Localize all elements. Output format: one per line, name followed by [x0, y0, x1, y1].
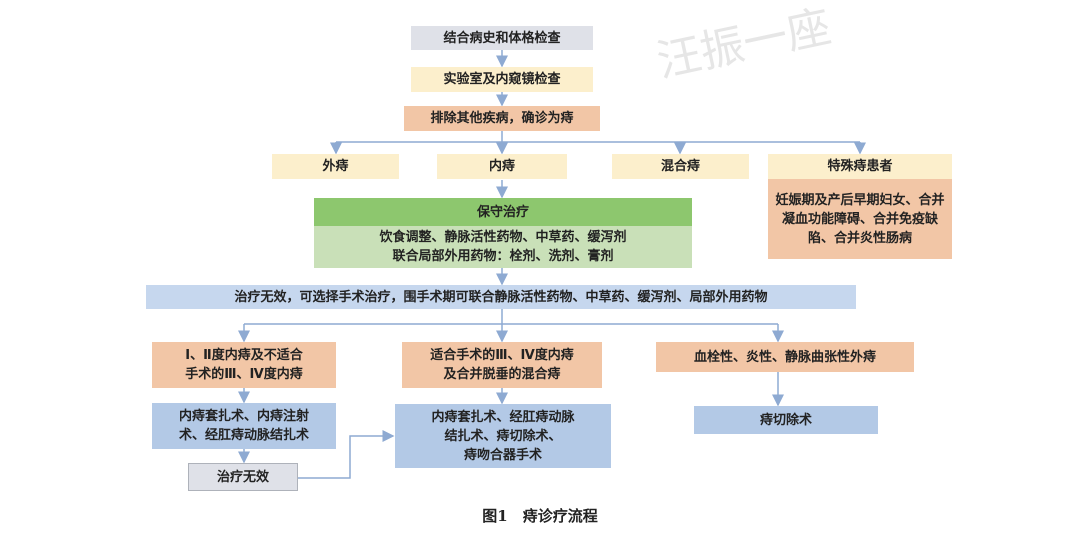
internal-hemorrhoid-box: 内痔: [437, 154, 567, 179]
mixed-hemorrhoid-box: 混合痔: [612, 154, 749, 179]
conservative-treatment-detail: 饮食调整、静脉活性药物、中草药、缓泻剂 联合局部外用药物：栓剂、洗剂、膏剂: [314, 226, 692, 268]
lab-endoscopy-box: 实验室及内窥镜检查: [411, 67, 593, 92]
figure-caption: 图1 痔诊疗流程: [482, 507, 598, 525]
arrow-fail-to-mid-proc: [298, 430, 395, 479]
right-condition-box: 血栓性、炎性、静脉曲张性外痔: [656, 342, 914, 372]
history-exam-box: 结合病史和体格检查: [411, 26, 593, 50]
left-procedure-box: 内痔套扎术、内痔注射 术、经肛痔动脉结扎术: [152, 403, 336, 449]
conservative-treatment-title: 保守治疗: [314, 198, 692, 226]
middle-condition-box: 适合手术的Ⅲ、Ⅳ度内痔 及合并脱垂的混合痔: [402, 342, 602, 388]
external-hemorrhoid-box: 外痔: [272, 154, 399, 179]
ineffective-surgery-banner: 治疗无效，可选择手术治疗，围手术期可联合静脉活性药物、中草药、缓泻剂、局部外用药…: [146, 285, 856, 309]
left-condition-box: Ⅰ、Ⅱ度内痔及不适合 手术的Ⅲ、Ⅳ度内痔: [152, 342, 336, 388]
left-condition-line-2: 手术的Ⅲ、Ⅳ度内痔: [185, 367, 303, 382]
middle-condition-line-1: 适合手术的Ⅲ、Ⅳ度内痔: [430, 348, 574, 363]
middle-procedure-line-2: 结扎术、痔切除术、: [444, 428, 562, 444]
left-condition-line-1: Ⅰ、Ⅱ度内痔及不适合: [185, 348, 303, 363]
special-patients-detail: 妊娠期及产后早期妇女、合并凝血功能障碍、合并免疫缺陷、合并炎性肠病: [768, 179, 952, 259]
special-patients-title: 特殊痔患者: [768, 154, 952, 179]
middle-procedure-line-1: 内痔套扎术、经肛痔动脉: [431, 409, 575, 425]
exclude-diagnose-box: 排除其他疾病，确诊为痔: [404, 106, 600, 131]
right-procedure-box: 痔切除术: [694, 406, 878, 434]
left-procedure-line-1: 内痔套扎术、内痔注射: [178, 409, 309, 424]
conservative-line-1: 饮食调整、静脉活性药物、中草药、缓泻剂: [379, 230, 627, 245]
middle-procedure-box: 内痔套扎术、经肛痔动脉 结扎术、痔切除术、 痔吻合器手术: [395, 404, 611, 468]
middle-procedure-line-3: 痔吻合器手术: [463, 447, 542, 463]
left-procedure-line-2: 术、经肛痔动脉结扎术: [178, 428, 309, 443]
left-fail-box: 治疗无效: [188, 463, 298, 491]
middle-condition-line-2: 及合并脱垂的混合痔: [443, 367, 561, 382]
conservative-line-2: 联合局部外用药物：栓剂、洗剂、膏剂: [392, 249, 614, 264]
